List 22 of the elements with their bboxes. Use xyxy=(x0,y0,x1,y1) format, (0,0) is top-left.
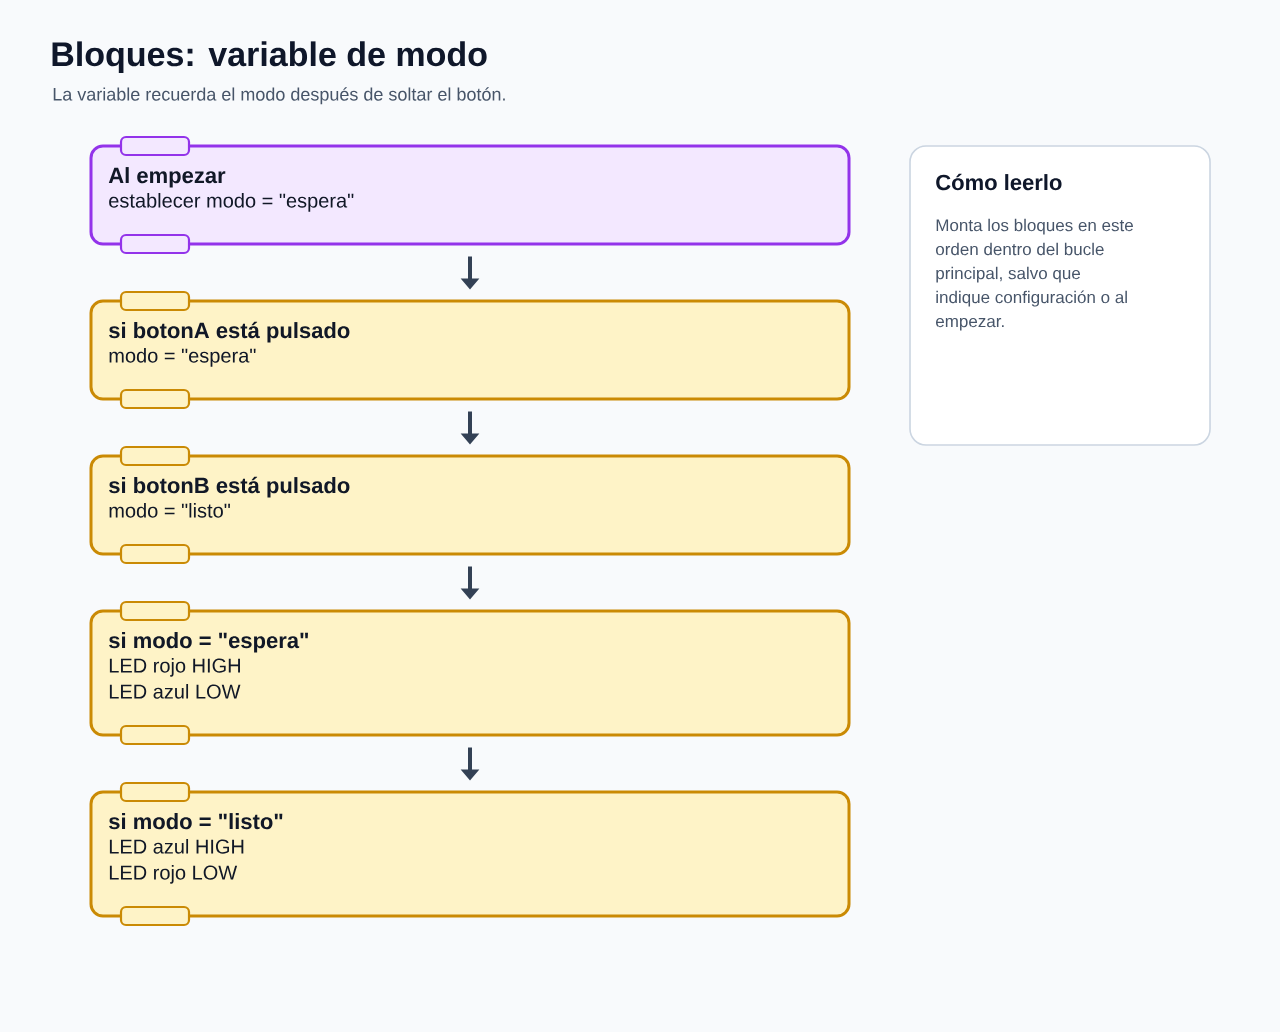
block-heading: si botonB está pulsado xyxy=(109,476,350,498)
block-statement: modo = "listo" xyxy=(109,503,230,518)
code-block xyxy=(89,135,851,255)
code-block xyxy=(89,781,851,927)
block-statement: establecer modo = "espera" xyxy=(109,193,354,212)
code-block xyxy=(89,600,851,746)
card-heading: Cómo leerlo xyxy=(936,173,1062,191)
code-block xyxy=(89,445,851,565)
code-block xyxy=(89,290,851,410)
block-statement: LED rojo LOW xyxy=(109,865,238,884)
block-heading: si modo = "listo" xyxy=(109,813,283,830)
subtitle: La variable recuerda el modo después de soltar el botón. xyxy=(53,87,505,105)
card-text: Monta los bloques en este orden dentro del bucle principal, salvo que indique configuración o al empezar. xyxy=(936,218,1133,331)
block-statement: LED rojo HIGH xyxy=(109,658,240,677)
block-heading: Al empezar xyxy=(108,167,226,188)
block-statement: modo = "espera" xyxy=(109,348,256,367)
title: Bloques: variable de modo xyxy=(52,41,487,74)
block-statement: LED azul LOW xyxy=(109,684,241,699)
block-statement: LED azul HIGH xyxy=(109,839,244,854)
info-card xyxy=(909,145,1211,446)
block-heading: si botonA está pulsado xyxy=(109,321,350,343)
block-heading: si modo = "espera" xyxy=(109,632,308,653)
